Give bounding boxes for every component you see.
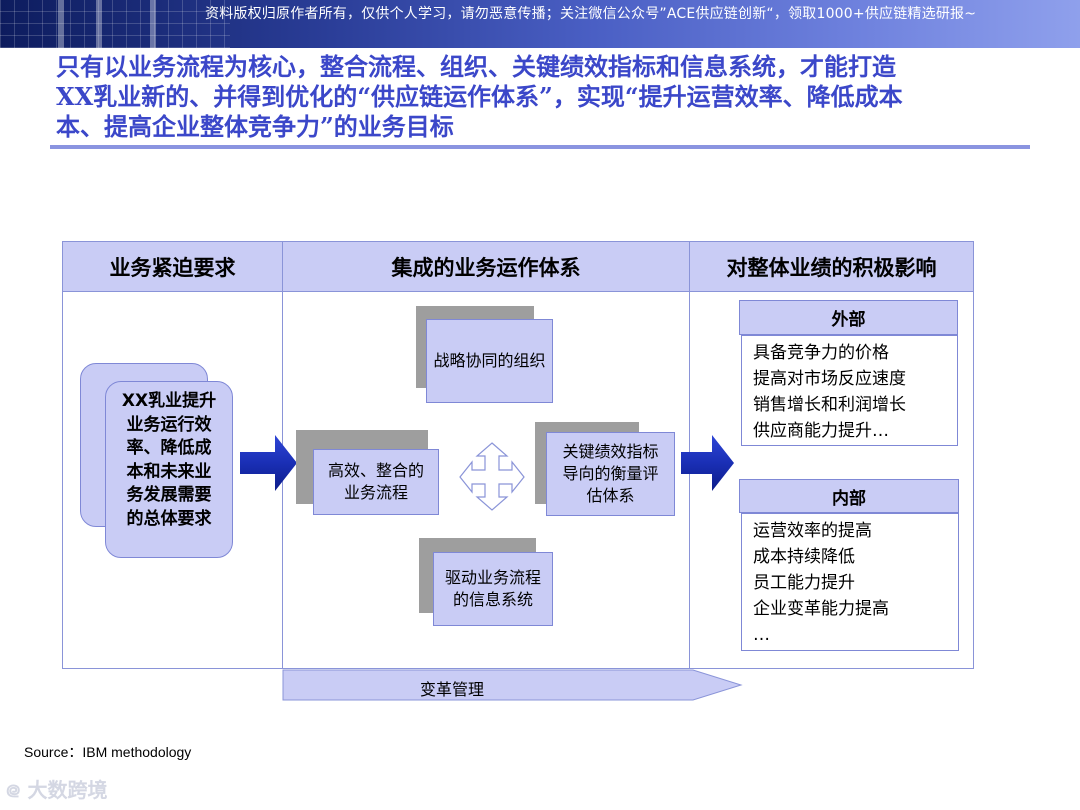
title-line: XX乳业新的、并得到优化的“供应链运作体系”，实现“提升运营效率、降低成本 bbox=[56, 82, 903, 111]
requirement-line: 本和未来业 bbox=[126, 461, 212, 482]
requirement-line: 的总体要求 bbox=[126, 508, 212, 529]
info-system-box: 驱动业务流程的信息系统 bbox=[433, 552, 553, 626]
list-item: 员工能力提升 bbox=[753, 573, 855, 593]
copyright-note: 资料版权归原作者所有，仅供个人学习，请勿恶意传播；关注微信公众号”ACE供应链创… bbox=[205, 6, 977, 22]
watermark-text: 大数跨境 bbox=[27, 778, 108, 802]
requirement-line: XX乳业提升 bbox=[121, 391, 217, 411]
requirement-box: XX乳业提升 业务运行效 率、降低成 本和未来业 务发展需要 的总体要求 bbox=[105, 381, 233, 558]
diagram-frame bbox=[62, 241, 974, 669]
column-header-right: 对整体业绩的积极影响 bbox=[690, 242, 973, 292]
four-way-arrow-icon bbox=[459, 442, 525, 511]
watermark-logo-icon: ᪤ bbox=[6, 778, 21, 802]
process-box: 高效、整合的业务流程 bbox=[313, 449, 439, 515]
internal-list: 运营效率的提高 成本持续降低 员工能力提升 企业变革能力提高 … bbox=[741, 513, 959, 651]
flow-arrow-right bbox=[681, 435, 734, 491]
title-divider bbox=[50, 145, 1030, 149]
page-title: 只有以业务流程为核心，整合流程、组织、关键绩效指标和信息系统，才能打造 XX乳业… bbox=[56, 52, 1046, 142]
banner-grid-pattern bbox=[0, 0, 230, 48]
column-header-center: 集成的业务运作体系 bbox=[283, 242, 689, 292]
requirement-line: 率、降低成 bbox=[126, 438, 212, 458]
title-line: 本、提高企业整体竞争力”的业务目标 bbox=[56, 112, 454, 141]
banner-strip bbox=[96, 0, 102, 48]
external-header: 外部 bbox=[739, 300, 958, 335]
source-note: Source：IBM methodology bbox=[24, 744, 192, 760]
list-item: 成本持续降低 bbox=[753, 547, 855, 567]
banner-strip bbox=[150, 0, 156, 48]
list-item: 具备竞争力的价格 bbox=[753, 343, 889, 363]
list-item: 运营效率的提高 bbox=[753, 521, 872, 541]
top-banner: 资料版权归原作者所有，仅供个人学习，请勿恶意传播；关注微信公众号”ACE供应链创… bbox=[0, 0, 1080, 48]
list-item: … bbox=[753, 625, 770, 645]
list-item: 供应商能力提升… bbox=[753, 421, 889, 441]
watermark: ᪤ 大数跨境 bbox=[6, 774, 107, 808]
organization-box: 战略协同的组织 bbox=[426, 319, 553, 403]
list-item: 销售增长和利润增长 bbox=[753, 395, 906, 415]
requirement-line: 务发展需要 bbox=[126, 485, 212, 505]
column-header-left: 业务紧迫要求 bbox=[63, 242, 282, 292]
kpi-box: 关键绩效指标导向的衡量评估体系 bbox=[546, 432, 675, 516]
list-item: 企业变革能力提高 bbox=[753, 599, 889, 619]
title-line: 只有以业务流程为核心，整合流程、组织、关键绩效指标和信息系统，才能打造 bbox=[56, 52, 896, 81]
external-list: 具备竞争力的价格 提高对市场反应速度 销售增长和利润增长 供应商能力提升… bbox=[741, 335, 958, 446]
list-item: 提高对市场反应速度 bbox=[753, 369, 906, 389]
internal-header: 内部 bbox=[739, 479, 959, 513]
banner-strip bbox=[58, 0, 64, 48]
change-management-label: 变革管理 bbox=[420, 680, 485, 699]
flow-arrow-left bbox=[240, 435, 297, 491]
requirement-line: 业务运行效 bbox=[126, 414, 212, 435]
change-management-arrow bbox=[282, 669, 743, 701]
